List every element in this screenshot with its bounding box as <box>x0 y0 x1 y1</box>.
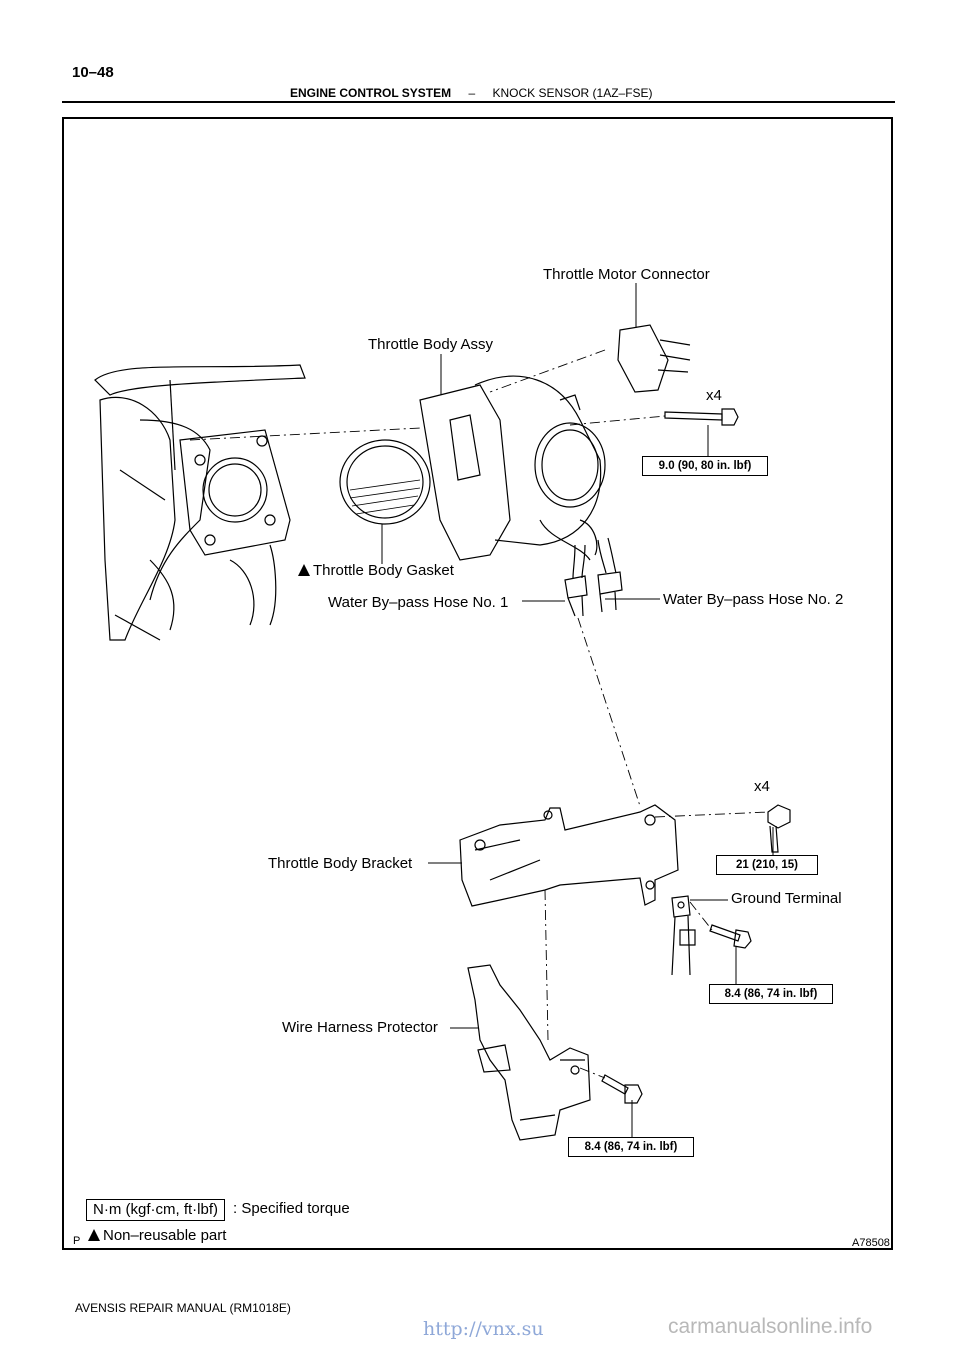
label-throttle-body-assy: Throttle Body Assy <box>368 336 494 353</box>
label-throttle-body-gasket: Throttle Body Gasket <box>298 562 454 579</box>
watermark-text: carmanualsonline.info <box>668 1315 873 1338</box>
header-rule <box>62 101 895 103</box>
label-water-bypass-hose-1: Water By–pass Hose No. 1 <box>328 594 509 611</box>
torque-bracket-bolt: 21 (210, 15) <box>716 855 818 875</box>
throttle-body-bracket-drawing <box>459 804 679 907</box>
throttle-body-gasket-drawing <box>339 439 431 525</box>
legend-non-reusable: Non–reusable part <box>88 1227 226 1244</box>
legend-torque-unit-box: N·m (kgf·cm, ft·lbf) <box>86 1199 225 1221</box>
section-header: ENGINE CONTROL SYSTEM – KNOCK SENSOR (1A… <box>290 86 653 100</box>
water-bypass-hoses-drawing <box>564 537 623 617</box>
ground-terminal-drawing <box>671 895 696 976</box>
footer-url-link[interactable]: http://vnx.su <box>423 1318 544 1340</box>
label-x4-top: x4 <box>706 387 722 404</box>
throttle-body-drawing <box>419 375 606 561</box>
label-wire-harness-protector: Wire Harness Protector <box>282 1019 438 1036</box>
ground-bolt-drawing <box>709 924 752 949</box>
non-reusable-icon <box>298 564 310 576</box>
label-ground-terminal: Ground Terminal <box>731 890 842 907</box>
label-water-bypass-hose-2: Water By–pass Hose No. 2 <box>663 591 844 608</box>
figure-frame <box>62 117 893 1250</box>
page-number: 10–48 <box>72 64 114 81</box>
throttle-body-bolt-drawing <box>664 408 739 426</box>
label-x4-bracket: x4 <box>754 778 770 795</box>
header-separator: – <box>468 86 476 100</box>
figure-ref-code: A78508 <box>852 1237 890 1249</box>
legend-torque-text: : Specified torque <box>233 1200 350 1217</box>
label-throttle-body-gasket-text: Throttle Body Gasket <box>313 562 454 579</box>
label-throttle-motor-connector: Throttle Motor Connector <box>543 266 710 283</box>
figure-ref-letter: P <box>73 1235 81 1247</box>
non-reusable-legend-icon <box>88 1229 100 1241</box>
torque-protector-bolt: 8.4 (86, 74 in. lbf) <box>568 1137 694 1157</box>
throttle-motor-connector-drawing <box>617 324 691 393</box>
wire-harness-protector-drawing <box>467 964 591 1141</box>
bracket-bolt-drawing <box>767 804 791 853</box>
footer-manual-title: AVENSIS REPAIR MANUAL (RM1018E) <box>75 1301 291 1315</box>
subsection-title: KNOCK SENSOR (1AZ–FSE) <box>492 86 653 100</box>
section-title: ENGINE CONTROL SYSTEM <box>290 86 452 100</box>
intake-manifold-drawing <box>94 364 306 641</box>
label-throttle-body-bracket: Throttle Body Bracket <box>268 855 413 872</box>
torque-ground-bolt: 8.4 (86, 74 in. lbf) <box>709 984 833 1004</box>
legend-non-reusable-text: Non–reusable part <box>103 1227 227 1244</box>
torque-throttle-body-bolt: 9.0 (90, 80 in. lbf) <box>642 456 768 476</box>
protector-bolt-drawing <box>601 1074 643 1104</box>
